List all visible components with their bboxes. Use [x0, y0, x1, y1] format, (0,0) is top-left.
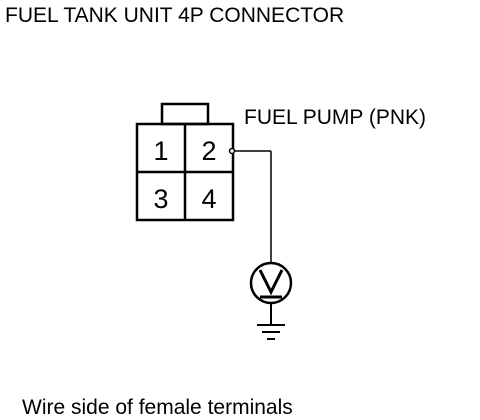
diagram-caption: Wire side of female terminals: [22, 396, 293, 419]
probe-wire: [228, 147, 272, 263]
voltmeter-icon: [249, 261, 293, 305]
connector-latch: [160, 102, 210, 126]
probe-point: [228, 147, 236, 155]
diagram-title: FUEL TANK UNIT 4P CONNECTOR: [5, 4, 344, 27]
pin-1-label: 1: [153, 136, 168, 166]
pin-3-label: 3: [153, 184, 168, 214]
wire-label: FUEL PUMP (PNK): [244, 106, 426, 129]
pin-2-label: 2: [201, 136, 216, 166]
pin-4-label: 4: [201, 184, 216, 214]
ground-icon: [257, 303, 285, 340]
connector-4p: [135, 102, 235, 222]
